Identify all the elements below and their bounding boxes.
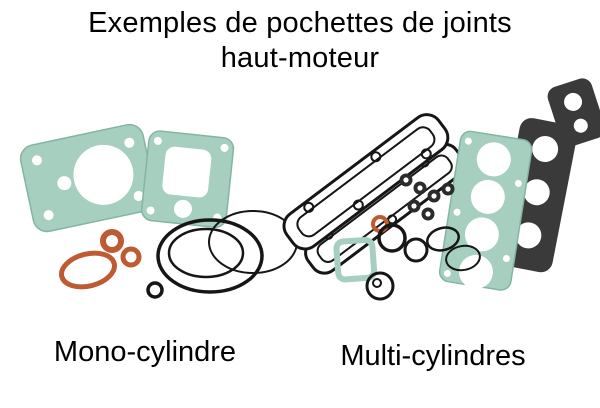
caption-mono-cylindre: Mono-cylindre: [53, 336, 237, 368]
multi-o-ring-1: [377, 223, 407, 253]
mono-orange-oval-gasket: [59, 250, 117, 290]
multi-cover-gasket-front: [282, 113, 450, 251]
multi-o-ring-2: [403, 237, 429, 263]
multi-cylinder-gaskets: [282, 78, 600, 301]
mono-orange-ring-2: [120, 246, 142, 268]
mono-inner-o-ring: [167, 227, 245, 279]
page-title-line2: haut-moteur: [220, 42, 380, 74]
mono-head-gasket: [19, 123, 157, 233]
multi-small-square-gasket: [333, 236, 378, 283]
multi-ring-dot: [372, 278, 382, 288]
caption-multi-cylindres: Multi-cylindres: [340, 340, 526, 372]
mono-cylinder-gaskets: [19, 123, 298, 299]
mono-orange-ring-1: [100, 229, 124, 253]
page-title: Exemples de pochettes de joints haut-mot…: [0, 6, 600, 76]
multi-grommets: [399, 173, 455, 221]
multi-head-gasket: [438, 130, 533, 291]
multi-o-ring-4: [445, 244, 481, 272]
multi-ring-with-dot: [365, 271, 395, 301]
mono-large-o-ring: [156, 218, 264, 294]
mono-small-o-ring: [146, 281, 164, 299]
multi-o-ring-3: [426, 226, 460, 252]
page-title-line1: Exemples de pochettes de joints: [88, 7, 512, 39]
mono-base-gasket: [140, 130, 235, 229]
gasket-kits-illustration: [19, 78, 600, 301]
